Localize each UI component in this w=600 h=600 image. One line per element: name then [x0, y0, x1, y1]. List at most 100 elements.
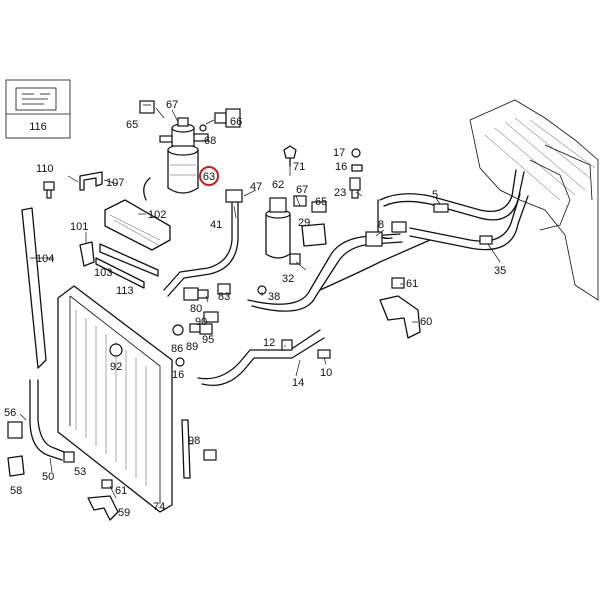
- callout-16: 16: [335, 161, 347, 173]
- reference-box-label: 116: [29, 121, 47, 133]
- callout-86: 86: [171, 343, 183, 355]
- sensor-66: [214, 108, 241, 128]
- callout-110: 110: [36, 163, 54, 175]
- plug-92: [109, 343, 123, 357]
- callout-labels: 65 67 66 68 63 110 107 102 101 104 103 1…: [4, 99, 506, 519]
- callout-59: 59: [118, 507, 130, 519]
- o-ring-17: [351, 148, 361, 158]
- callout-41: 41: [210, 219, 222, 231]
- pipe-50-outer: [29, 379, 63, 461]
- wire-clip: [143, 177, 151, 201]
- callout-60: 60: [420, 316, 432, 328]
- callout-53: 53: [74, 466, 86, 478]
- callout-102: 102: [148, 209, 166, 221]
- fitting-80: [183, 287, 209, 301]
- valve-8: [365, 231, 383, 247]
- callout-35: 35: [494, 265, 506, 277]
- callout-63: 63: [203, 171, 215, 183]
- clip-98: [203, 449, 217, 461]
- callout-67: 67: [166, 99, 178, 111]
- callout-47: 47: [250, 181, 262, 193]
- highlight-ring: [199, 166, 219, 186]
- pipe-14-upper: [197, 329, 321, 380]
- bracket-60: [379, 295, 421, 339]
- receiver-drier: [159, 117, 209, 194]
- callout-67-right: 67: [296, 184, 308, 196]
- o-ring-16-lower: [175, 357, 185, 367]
- coupling-35: [479, 235, 493, 245]
- callout-89: 89: [186, 341, 198, 353]
- fitting-90: [203, 311, 219, 323]
- switch-65-right: [311, 201, 327, 213]
- callout-8: 8: [378, 219, 384, 231]
- bracket-59: [87, 495, 119, 521]
- pipe-35-lower: [409, 195, 529, 251]
- bracket-58: [7, 455, 25, 477]
- nut-12: [281, 339, 293, 351]
- bracket-101: [79, 241, 95, 267]
- callout-83: 83: [218, 291, 230, 303]
- reference-box-frame: [5, 79, 71, 139]
- callout-29: 29: [298, 217, 310, 229]
- leader-lines: [19, 107, 501, 504]
- pipe-14-mid: [319, 239, 431, 291]
- bracket-29: [301, 223, 327, 247]
- clamp-56: [7, 421, 23, 439]
- nut-53: [63, 451, 75, 463]
- coupling-8: [391, 221, 407, 233]
- callout-107: 107: [106, 177, 124, 189]
- seal-strip-103: [95, 257, 145, 289]
- callout-56: 56: [4, 407, 16, 419]
- callout-103: 103: [94, 267, 112, 279]
- callout-61: 61: [406, 278, 418, 290]
- callout-66: 66: [230, 116, 242, 128]
- pipe-50-inner: [37, 379, 65, 453]
- callout-17: 17: [333, 147, 345, 159]
- callout-65: 65: [126, 119, 138, 131]
- callout-14: 14: [292, 377, 304, 389]
- pressure-sensor-67: [293, 195, 307, 207]
- strip-104: [21, 207, 47, 369]
- callout-80: 80: [190, 303, 202, 315]
- switch-23: [349, 177, 361, 199]
- washer-86: [172, 324, 184, 336]
- callout-62: 62: [272, 179, 284, 191]
- strip-98: [181, 419, 191, 479]
- pressure-switch-65: [139, 100, 155, 114]
- callout-50: 50: [42, 471, 54, 483]
- document-sheet-icon: [15, 87, 57, 111]
- nut-32: [289, 253, 301, 265]
- callout-16-lower: 16: [172, 369, 184, 381]
- callout-113: 113: [116, 285, 134, 297]
- callout-95: 95: [202, 334, 214, 346]
- callout-58: 58: [10, 485, 22, 497]
- callout-32: 32: [282, 273, 294, 285]
- engine-block: [469, 99, 599, 301]
- callout-90: 90: [195, 316, 207, 328]
- callout-74: 74: [153, 501, 165, 513]
- fitting-95: [199, 323, 213, 335]
- bolt-71: [283, 145, 297, 159]
- callout-10: 10: [320, 367, 332, 379]
- reference-box: 116: [5, 79, 71, 139]
- o-ring-68: [199, 124, 207, 132]
- fitting-47: [225, 189, 243, 203]
- nut-83: [217, 283, 231, 295]
- pipe-main-upper: [247, 233, 401, 305]
- bracket-107: [79, 171, 103, 191]
- callout-38: 38: [268, 291, 280, 303]
- pipe-5-upper: [379, 169, 517, 213]
- callout-61-lower: 61: [115, 485, 127, 497]
- pipe-35-upper: [409, 193, 521, 242]
- callout-5: 5: [432, 189, 438, 201]
- callout-12: 12: [263, 337, 275, 349]
- seal-strip-upper: [99, 243, 159, 277]
- callout-92: 92: [110, 361, 122, 373]
- pipe-5-lower: [383, 171, 525, 221]
- condenser: [57, 285, 173, 513]
- coupling-5: [433, 203, 449, 213]
- screw-110: [43, 181, 55, 199]
- accumulator-62: [265, 197, 291, 259]
- pipe-main-lower: [251, 241, 403, 312]
- callout-65-right: 65: [315, 196, 327, 208]
